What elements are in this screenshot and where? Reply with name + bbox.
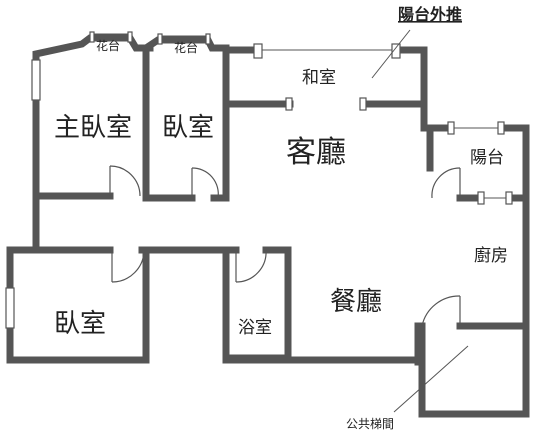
balcony-window-d xyxy=(505,191,513,205)
label-bedroom-top: 臥室 xyxy=(162,113,214,143)
window-left-bedroom xyxy=(5,287,15,329)
window-post-b xyxy=(391,43,401,59)
label-master-bedroom: 主臥室 xyxy=(54,113,132,143)
planter-post-1 xyxy=(89,31,95,43)
planter-post-2 xyxy=(127,31,133,43)
door-balcony-swing xyxy=(431,167,461,199)
balcony-window-a xyxy=(447,121,455,135)
labels: 主臥室 臥室 客廳 和室 陽台 廚房 臥室 浴室 餐廳 花台 花台 陽台外推 公… xyxy=(54,5,508,431)
windows xyxy=(5,31,513,329)
window-post-c xyxy=(285,97,293,111)
balcony-window-c xyxy=(477,191,485,205)
door-stair-swing xyxy=(421,295,461,327)
label-dining-room: 餐廳 xyxy=(330,287,382,317)
planter-post-3 xyxy=(157,33,163,45)
bedroom-bottom-walls xyxy=(6,246,150,364)
balcony-window-b xyxy=(497,121,505,135)
stairwell-leader xyxy=(393,345,469,413)
bathroom-walls xyxy=(142,246,292,362)
balcony-extended-leader xyxy=(371,29,411,79)
walls xyxy=(6,34,530,418)
window-left-master xyxy=(31,59,41,101)
japanese-room-right-wall xyxy=(406,46,428,108)
label-public-stairwell: 公共梯間 xyxy=(346,417,394,431)
label-planter-right: 花台 xyxy=(174,40,198,55)
master-bedroom-walls xyxy=(32,34,154,200)
label-balcony-extended: 陽台外推 xyxy=(398,5,462,24)
label-japanese-room: 和室 xyxy=(302,68,336,88)
window-post-a xyxy=(253,43,263,59)
label-balcony: 陽台 xyxy=(470,148,504,168)
planter-post-4 xyxy=(205,33,211,45)
window-post-d xyxy=(359,97,367,111)
label-bathroom: 浴室 xyxy=(238,318,272,338)
door-bedroom-top-swing xyxy=(191,167,219,199)
label-living-room: 客廳 xyxy=(286,135,346,170)
stairwell-walls xyxy=(418,322,530,418)
label-bedroom-bottom: 臥室 xyxy=(54,309,106,339)
door-bedroom-bottom-swing xyxy=(111,249,145,283)
doors xyxy=(109,165,461,327)
label-kitchen: 廚房 xyxy=(474,245,508,266)
label-planter-left: 花台 xyxy=(96,38,120,53)
door-bath-swing xyxy=(235,249,267,283)
door-master-swing xyxy=(109,165,141,197)
